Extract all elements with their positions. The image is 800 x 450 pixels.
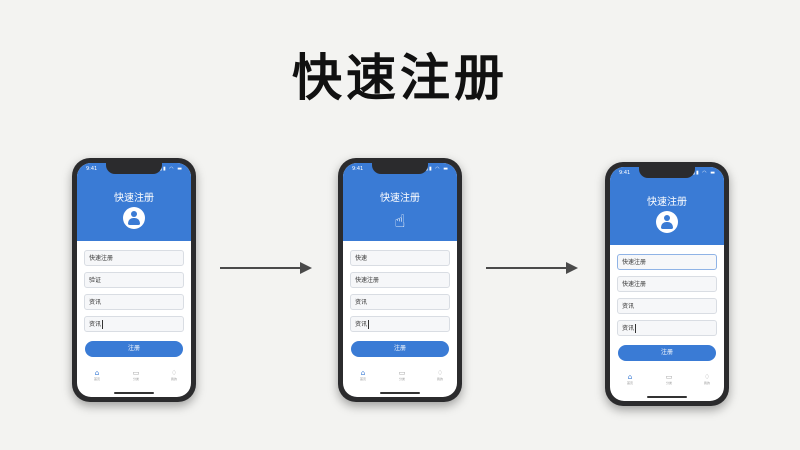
nav-item-home[interactable]: ⌂首页 (348, 369, 378, 382)
nav-label: 首页 (626, 381, 633, 385)
form-field-2[interactable]: 快速注册 (617, 276, 717, 292)
phone-mockup-2: 9:41 ▮▮ ◠ ▬ 快速注册 ☝ 快速 快速注册 资讯 资讯 注册 ⌂首页 … (338, 158, 462, 402)
form-field-2[interactable]: 快速注册 (350, 272, 450, 288)
phone-notch (372, 163, 428, 174)
screen-header: 9:41 ▮▮ ◠ ▬ 快速注册 (610, 167, 724, 245)
status-time: 9:41 (86, 166, 98, 172)
status-signal-icon: ▮▮ ◠ ▬ (692, 170, 716, 176)
status-time: 9:41 (619, 170, 631, 176)
arrow-head-icon (566, 262, 578, 274)
bottom-nav: ⌂首页 ▭分类 ♢我的 (77, 369, 191, 387)
nav-item-category[interactable]: ▭分类 (654, 373, 684, 386)
phone-screen: 9:41 ▮▮ ◠ ▬ 快速注册 ☝ 快速 快速注册 资讯 资讯 注册 ⌂首页 … (343, 163, 457, 397)
form-field-4[interactable]: 资讯 (84, 316, 184, 332)
box-icon: ▭ (398, 369, 406, 377)
bell-icon: ♢ (436, 369, 444, 377)
bottom-nav: ⌂首页 ▭分类 ♢我的 (610, 373, 724, 391)
nav-label: 我的 (436, 377, 443, 381)
form-field-1[interactable]: 快速注册 (617, 254, 717, 270)
nav-label: 分类 (665, 381, 672, 385)
nav-item-profile[interactable]: ♢我的 (692, 373, 722, 386)
box-icon: ▭ (665, 373, 673, 381)
nav-item-profile[interactable]: ♢我的 (159, 369, 189, 382)
register-button[interactable]: 注册 (85, 341, 183, 357)
arrow-head-icon (300, 262, 312, 274)
form-field-4[interactable]: 资讯 (350, 316, 450, 332)
flow-arrow-2 (486, 262, 578, 274)
nav-item-home[interactable]: ⌂首页 (82, 369, 112, 382)
phone-screen: 9:41 ▮▮ ◠ ▬ 快速注册 快速注册 快速注册 资讯 资讯 注册 ⌂首页 … (610, 167, 724, 401)
nav-label: 首页 (359, 377, 366, 381)
field-value: 资讯 (355, 321, 368, 328)
screen-header: 9:41 ▮▮ ◠ ▬ 快速注册 (77, 163, 191, 241)
form-field-3[interactable]: 资讯 (617, 298, 717, 314)
status-signal-icon: ▮▮ ◠ ▬ (425, 166, 449, 172)
nav-label: 首页 (93, 377, 100, 381)
form-field-1[interactable]: 快速 (350, 250, 450, 266)
nav-item-home[interactable]: ⌂首页 (615, 373, 645, 386)
phone-notch (106, 163, 162, 174)
touch-icon: ☝ (394, 211, 406, 232)
text-caret (368, 320, 370, 329)
form-field-3[interactable]: 资讯 (350, 294, 450, 310)
field-value: 资讯 (622, 325, 635, 332)
home-indicator (647, 396, 687, 398)
user-icon (656, 211, 678, 233)
page-title: 快速注册 (292, 49, 508, 107)
nav-label: 我的 (170, 377, 177, 381)
phone-notch (639, 167, 695, 178)
nav-item-profile[interactable]: ♢我的 (425, 369, 455, 382)
phone-mockup-1: 9:41 ▮▮ ◠ ▬ 快速注册 快速注册 验证 资讯 资讯 注册 ⌂首页 ▭分… (72, 158, 196, 402)
home-indicator (114, 392, 154, 394)
bell-icon: ♢ (170, 369, 178, 377)
user-icon (123, 207, 145, 229)
phone-mockup-3: 9:41 ▮▮ ◠ ▬ 快速注册 快速注册 快速注册 资讯 资讯 注册 ⌂首页 … (605, 162, 729, 406)
nav-label: 分类 (132, 377, 139, 381)
form-field-1[interactable]: 快速注册 (84, 250, 184, 266)
form-field-2[interactable]: 验证 (84, 272, 184, 288)
status-signal-icon: ▮▮ ◠ ▬ (159, 166, 183, 172)
home-icon: ⌂ (627, 373, 633, 381)
home-icon: ⌂ (94, 369, 100, 377)
nav-item-category[interactable]: ▭分类 (121, 369, 151, 382)
nav-label: 分类 (398, 377, 405, 381)
field-value: 资讯 (89, 321, 102, 328)
box-icon: ▭ (132, 369, 140, 377)
home-indicator (380, 392, 420, 394)
form-field-3[interactable]: 资讯 (84, 294, 184, 310)
screen-title: 快速注册 (114, 193, 154, 204)
status-time: 9:41 (352, 166, 364, 172)
flow-arrow-1 (220, 262, 312, 274)
register-button[interactable]: 注册 (351, 341, 449, 357)
home-icon: ⌂ (360, 369, 366, 377)
text-caret (102, 320, 104, 329)
phone-screen: 9:41 ▮▮ ◠ ▬ 快速注册 快速注册 验证 资讯 资讯 注册 ⌂首页 ▭分… (77, 163, 191, 397)
register-button[interactable]: 注册 (618, 345, 716, 361)
nav-label: 我的 (703, 381, 710, 385)
screen-title: 快速注册 (647, 197, 687, 208)
bell-icon: ♢ (703, 373, 711, 381)
text-caret (635, 324, 637, 333)
screen-title: 快速注册 (380, 193, 420, 204)
screen-header: 9:41 ▮▮ ◠ ▬ 快速注册 ☝ (343, 163, 457, 241)
nav-item-category[interactable]: ▭分类 (387, 369, 417, 382)
form-field-4[interactable]: 资讯 (617, 320, 717, 336)
bottom-nav: ⌂首页 ▭分类 ♢我的 (343, 369, 457, 387)
